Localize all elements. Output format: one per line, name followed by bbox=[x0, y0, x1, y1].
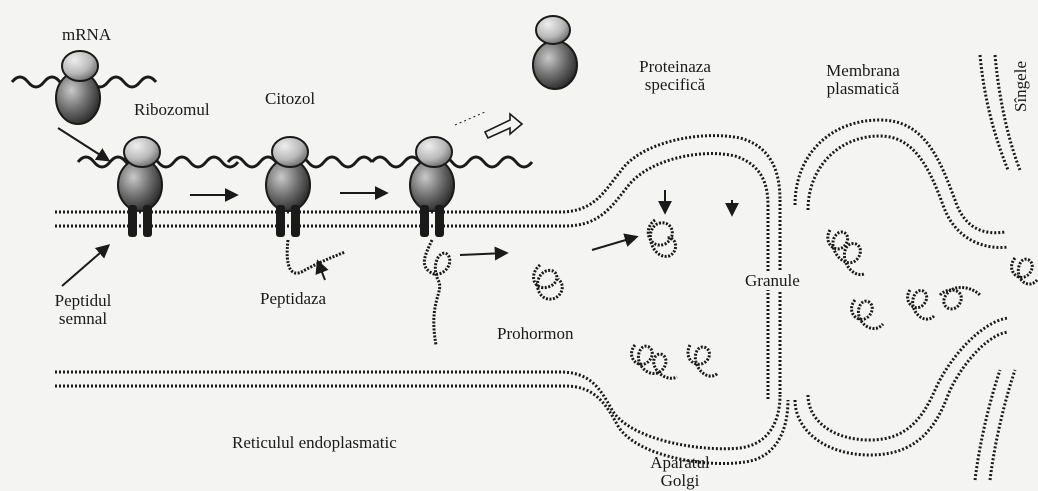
label-mrna: mRNA bbox=[62, 26, 111, 44]
label-membrana-line1: Membrana bbox=[808, 62, 918, 80]
label-granule: Granule bbox=[743, 272, 802, 290]
peptide-chains bbox=[287, 220, 1037, 378]
label-golgi: Aparatul Golgi bbox=[640, 454, 720, 490]
label-reticulul: Reticulul endoplasmatic bbox=[232, 434, 397, 452]
label-peptidaza: Peptidaza bbox=[260, 290, 326, 308]
label-proteinaza-line2: specifică bbox=[620, 76, 730, 94]
label-membrana: Membrana plasmatică bbox=[808, 62, 918, 98]
er-membrane-lower bbox=[55, 372, 788, 464]
release-arrow bbox=[485, 114, 522, 138]
release-guide bbox=[455, 112, 485, 125]
ribosome-2 bbox=[266, 137, 310, 211]
label-prohormon: Prohormon bbox=[497, 325, 574, 343]
label-ribozomul: Ribozomul bbox=[134, 101, 210, 119]
label-golgi-line1: Aparatul bbox=[640, 454, 720, 472]
label-peptidul-line2: semnal bbox=[38, 310, 128, 328]
label-peptidul-line1: Peptidul bbox=[38, 292, 128, 310]
label-membrana-line2: plasmatică bbox=[808, 80, 918, 98]
label-proteinaza: Proteinaza specifică bbox=[620, 58, 730, 94]
label-proteinaza-line1: Proteinaza bbox=[620, 58, 730, 76]
ribosome-1 bbox=[118, 137, 162, 211]
ribosome-released bbox=[533, 16, 577, 89]
label-golgi-line2: Golgi bbox=[640, 472, 720, 490]
label-peptidul-semnal: Peptidul semnal bbox=[38, 292, 128, 328]
ribosome-free bbox=[56, 51, 100, 124]
ribosome-3 bbox=[410, 137, 454, 211]
plasma-membrane bbox=[795, 120, 1008, 455]
label-sangele: Sîngele bbox=[1012, 61, 1030, 112]
blood-vessel bbox=[975, 55, 1020, 480]
golgi-walls bbox=[768, 200, 780, 400]
label-citozol: Citozol bbox=[265, 90, 315, 108]
